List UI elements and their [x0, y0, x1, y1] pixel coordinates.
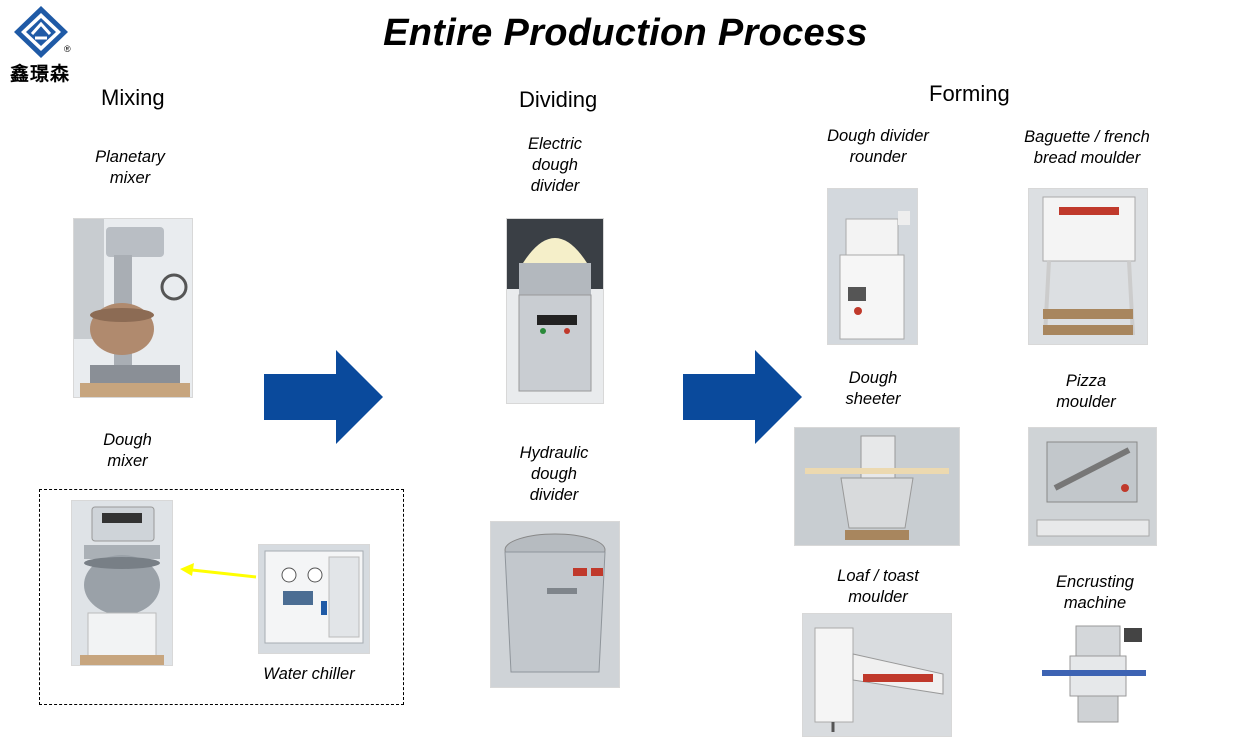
section-mixing: Mixing: [101, 85, 165, 110]
baguette-moulder-photo: [1028, 188, 1148, 345]
electric-divider-photo: [506, 218, 604, 404]
dough-mixer-photo: [71, 500, 173, 666]
label-divider-rounder: Dough divider rounder: [827, 127, 929, 166]
label-planetary-mixer: Planetary mixer: [95, 148, 165, 187]
label-water-chiller: Water chiller: [263, 665, 355, 683]
divider-rounder-photo: [827, 188, 918, 345]
encrusting-machine-photo: [1040, 622, 1148, 726]
label-encrusting-machine: Encrusting machine: [1056, 573, 1134, 612]
company-logo: ® 鑫璟森: [10, 4, 72, 85]
process-arrow-icon: [264, 350, 383, 444]
section-forming: Forming: [929, 81, 1010, 106]
connector-arrow: [180, 563, 257, 579]
label-dough-sheeter: Dough sheeter: [845, 369, 901, 408]
label-hydraulic-divider: Hydraulic dough divider: [519, 444, 589, 504]
label-electric-divider: Electric dough divider: [527, 135, 583, 195]
planetary-mixer-photo: [73, 218, 193, 398]
label-baguette-moulder: Baguette / french bread moulder: [1024, 128, 1150, 167]
pizza-moulder-photo: [1028, 427, 1157, 546]
registered-mark: ®: [64, 44, 71, 54]
label-dough-mixer: Dough mixer: [103, 431, 152, 470]
dough-sheeter-photo: [794, 427, 960, 546]
section-dividing: Dividing: [519, 87, 598, 112]
logo-diamond-icon: [14, 6, 68, 58]
process-arrow-icon: [683, 350, 802, 444]
loaf-moulder-photo: [802, 613, 952, 737]
dough-mixer-group: [39, 489, 404, 705]
water-chiller-photo: [258, 544, 370, 654]
hydraulic-divider-photo: [490, 521, 620, 688]
page-title: Entire Production Process: [383, 12, 868, 54]
label-pizza-moulder: Pizza moulder: [1056, 372, 1116, 411]
logo-caption: 鑫璟森: [10, 63, 71, 85]
label-loaf-moulder: Loaf / toast moulder: [837, 567, 919, 606]
